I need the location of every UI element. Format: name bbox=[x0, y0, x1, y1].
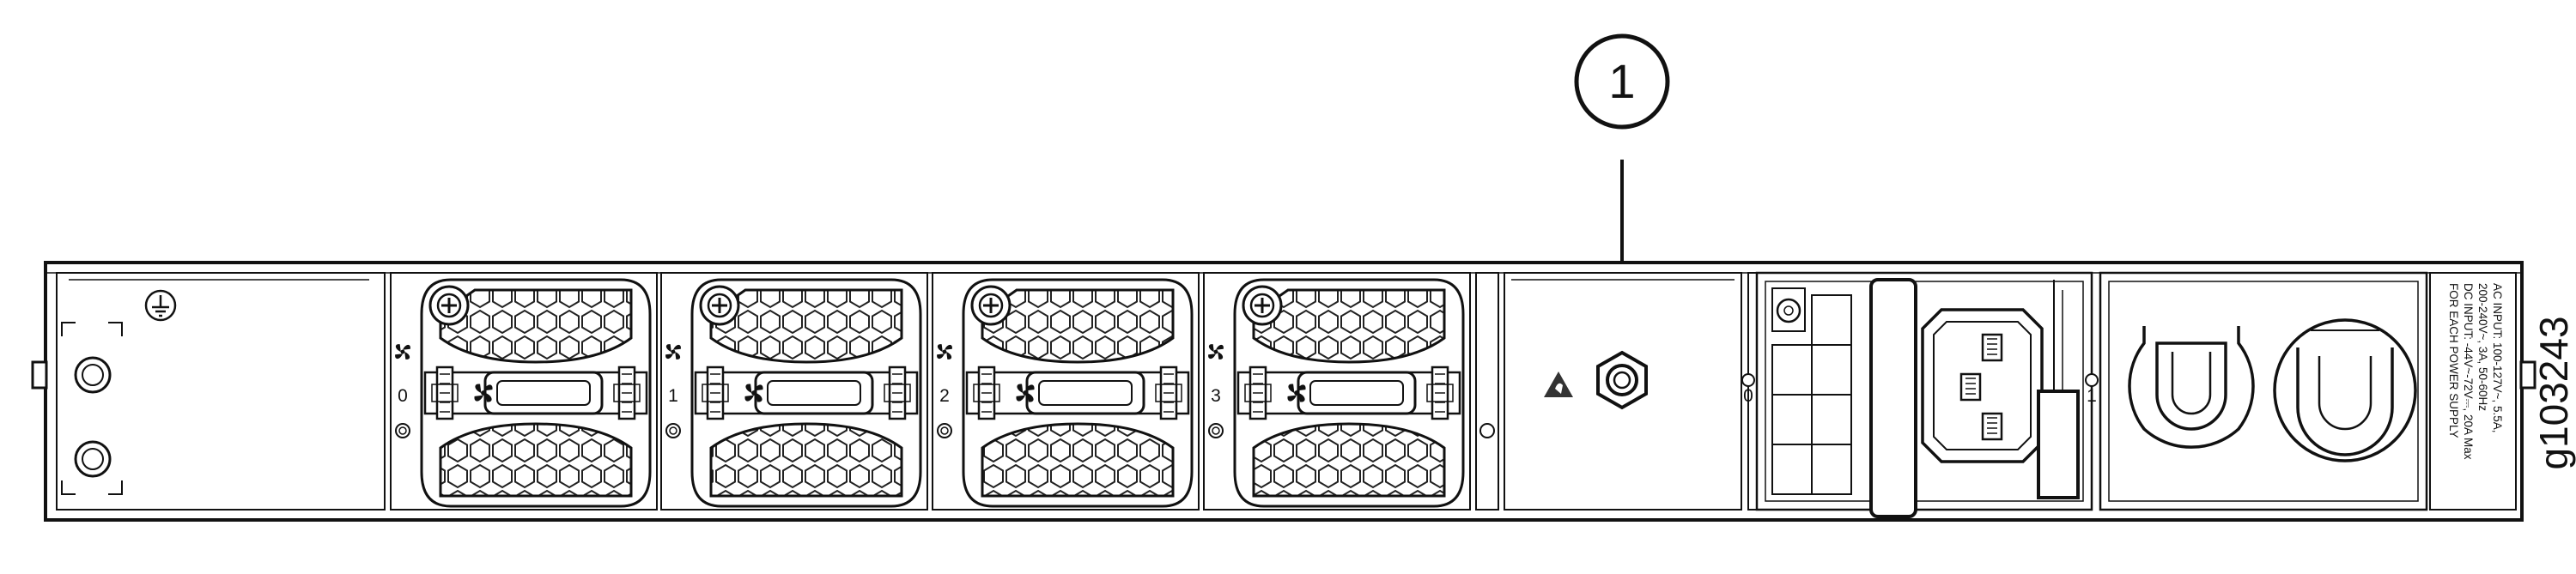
ground-symbol-icon bbox=[144, 289, 177, 322]
psu-1-retainer-ring[interactable] bbox=[2273, 318, 2417, 462]
power-supply-0 bbox=[1755, 271, 2093, 518]
esd-warning-icon bbox=[1544, 372, 1573, 397]
esd-ground-point-icon[interactable] bbox=[1596, 350, 1648, 410]
fan-2-label: 2 bbox=[939, 386, 950, 406]
fan-0-upper-grille bbox=[439, 288, 633, 364]
iec-c14-inlet-icon[interactable] bbox=[1921, 308, 2044, 463]
fan-0-lower-grille bbox=[439, 422, 633, 498]
esd-panel bbox=[1504, 272, 1742, 511]
callout-circle bbox=[1574, 33, 1670, 130]
psu-rating-line-3: DC INPUT: -44V~-72V⎓, 20A Max bbox=[2462, 283, 2475, 460]
fan-module-0: 0 bbox=[390, 272, 658, 511]
ground-screw-bottom bbox=[74, 440, 112, 478]
psu-0-cable-clip[interactable] bbox=[2037, 280, 2080, 499]
psu-rating-line-2: 200-240V~, 3A, 50-60Hz bbox=[2476, 283, 2489, 411]
power-supply-1 bbox=[2099, 271, 2428, 511]
right-mount-ear bbox=[2519, 360, 2537, 390]
left-mount-ear bbox=[31, 360, 48, 390]
fan-1-upper-grille bbox=[709, 288, 903, 364]
psu-0-label: 0 bbox=[1743, 386, 1753, 406]
cable-retainer-icon[interactable] bbox=[2128, 326, 2255, 449]
grounding-plate-panel bbox=[56, 272, 386, 511]
fan-3-label: 3 bbox=[1211, 386, 1221, 406]
fan-icon bbox=[1016, 384, 1035, 402]
fan-3-upper-grille bbox=[1252, 288, 1446, 364]
fan-module-2: 2 bbox=[932, 272, 1200, 511]
psu-0-ejector-handle[interactable] bbox=[1869, 278, 1917, 518]
fan-2-lower-grille bbox=[981, 422, 1175, 498]
fan-3-latch-left[interactable] bbox=[1244, 366, 1272, 420]
fan-icon bbox=[665, 344, 681, 360]
fan-0-label: 0 bbox=[398, 386, 408, 406]
figure-id: g103243 bbox=[2531, 316, 2576, 469]
psu-1-label: 1 bbox=[2087, 386, 2097, 406]
psu-ratings-label: AC INPUT: 100-127V~, 5.5A, 200-240V~, 3A… bbox=[2429, 272, 2517, 511]
psu-1-label-group: 1 bbox=[2085, 373, 2099, 406]
fan-modules: 0 1 2 3 bbox=[390, 272, 1471, 511]
psu-0-status-led bbox=[1741, 373, 1755, 387]
grounding-plate bbox=[56, 272, 386, 511]
fan-icon bbox=[1208, 344, 1224, 360]
callout-number: 1 bbox=[1608, 54, 1635, 108]
ground-screw-top bbox=[74, 356, 112, 394]
fan-icon bbox=[474, 384, 493, 402]
fan-2-latch-left[interactable] bbox=[973, 366, 1000, 420]
fan-2-upper-grille bbox=[981, 288, 1175, 364]
fan-2-latch-right[interactable] bbox=[1155, 366, 1182, 420]
fan-icon bbox=[937, 344, 952, 360]
fan-1-latch-right[interactable] bbox=[884, 366, 911, 420]
psu-0-vent-grid bbox=[1771, 294, 1852, 495]
fan-module-1: 1 bbox=[660, 272, 928, 511]
figure-id-group: g103243 bbox=[2531, 316, 2576, 469]
fan-0-latch-right[interactable] bbox=[613, 366, 641, 420]
fan-1-label: 1 bbox=[668, 386, 678, 406]
fan-1-latch-left[interactable] bbox=[702, 366, 729, 420]
psu-0-thumbscrew[interactable] bbox=[1771, 287, 1806, 332]
fan-1-lower-grille bbox=[709, 422, 903, 498]
fan-module-3: 3 bbox=[1203, 272, 1471, 511]
fan-3-lower-grille bbox=[1252, 422, 1446, 498]
psu-0-label-group: 0 bbox=[1741, 373, 1755, 406]
callout-1: 1 bbox=[1574, 33, 1670, 369]
divider-led bbox=[1479, 423, 1495, 438]
fan-3-latch-right[interactable] bbox=[1426, 366, 1454, 420]
fan-icon bbox=[395, 344, 410, 360]
divider-plate bbox=[1475, 272, 1499, 511]
psu-1-status-led bbox=[2085, 373, 2099, 387]
fan-icon bbox=[744, 384, 763, 402]
fan-icon bbox=[1287, 384, 1306, 402]
psu-ratings-plate bbox=[2429, 272, 2517, 511]
psu-rating-line-1: AC INPUT: 100-127V~, 5.5A, bbox=[2491, 283, 2504, 432]
ground-lug-outline bbox=[61, 322, 123, 495]
psu-rating-line-4: FOR EACH POWER SUPPLY bbox=[2447, 283, 2460, 438]
fan-0-latch-left[interactable] bbox=[431, 366, 459, 420]
